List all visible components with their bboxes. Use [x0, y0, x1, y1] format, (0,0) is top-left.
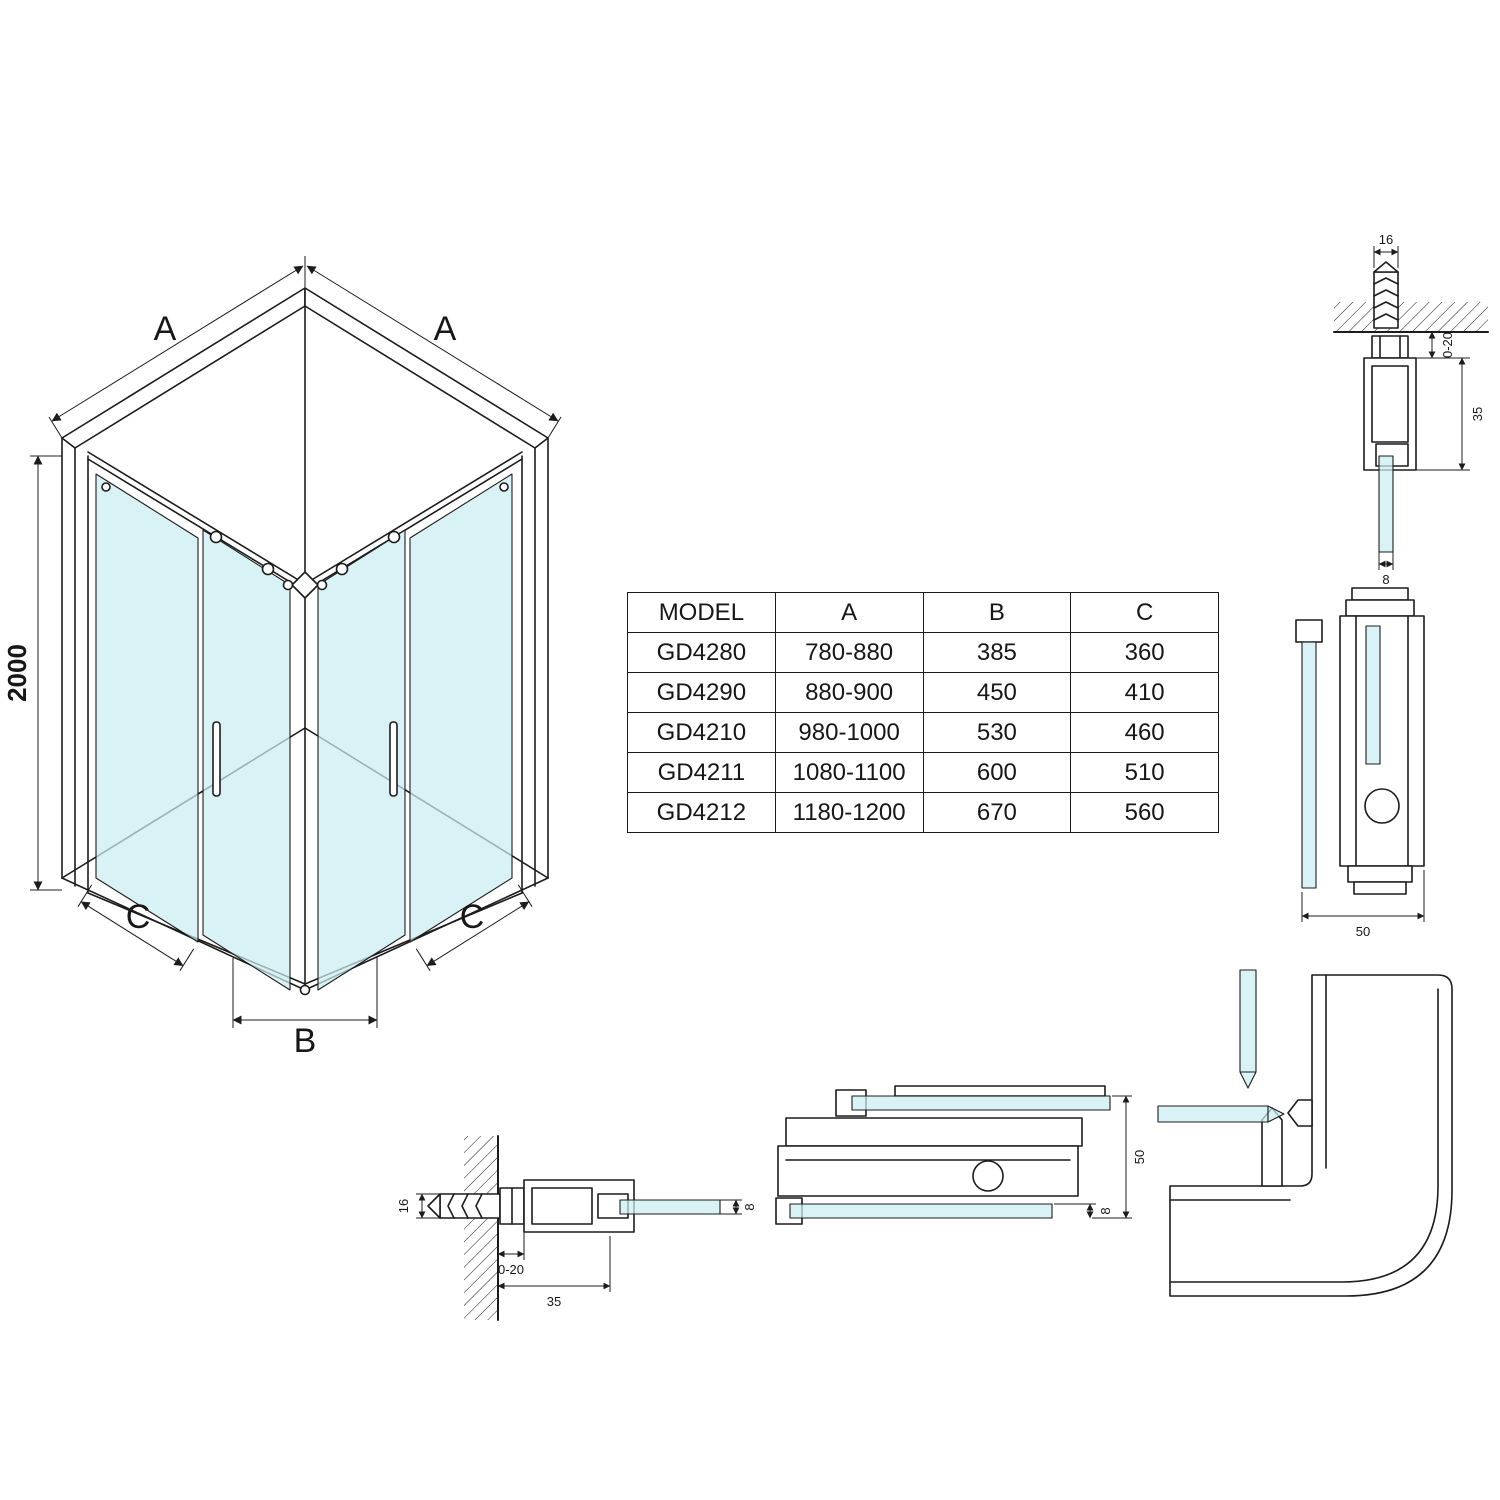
profile-section-shapes	[1295, 587, 1425, 895]
detail-dimensions	[1301, 870, 1425, 922]
detail-door-profile-section-horizontal: 50 8	[775, 1085, 1147, 1225]
glass-panel-fixed-right	[409, 473, 513, 943]
detail-wall-profile-plan-horizontal: 16 8 0-20 35	[396, 1135, 757, 1321]
table-cell: 1180-1200	[774, 792, 924, 833]
table-cell: 530	[922, 712, 1072, 753]
col-header-model: MODEL	[627, 592, 776, 633]
door-glass-edge	[1365, 625, 1381, 765]
wall-hatching	[464, 1136, 498, 1320]
dim-label-a-left: A	[154, 310, 177, 348]
col-header-c: C	[1070, 592, 1219, 633]
col-header-a: A	[774, 592, 924, 633]
glass-seal-tip	[1267, 1105, 1285, 1123]
table-cell: 510	[1070, 752, 1219, 793]
glass-panel-fixed-left	[95, 473, 199, 943]
panel-mount-right	[499, 482, 509, 492]
glass-edge	[1378, 455, 1394, 553]
door-glass-edge-horizontal	[1157, 1105, 1269, 1123]
table-cell: GD4212	[627, 792, 776, 833]
door-roller	[335, 562, 349, 576]
tray-corner-cap	[299, 984, 311, 996]
detail-wall-profile-plan-vertical: 16 0-20 35 8	[1333, 232, 1489, 587]
fixed-glass-edge	[851, 1095, 1111, 1111]
dim-label-0-20: 0-20	[1440, 332, 1455, 358]
door-handle-left	[212, 721, 221, 797]
shower-enclosure-isometric-drawing: A A 2000 C C B	[2, 256, 562, 1060]
model-dimension-table: MODEL A B C GD4280 780-880 385 360 GD429…	[627, 592, 1219, 833]
dim-label-8: 8	[742, 1203, 757, 1210]
dim-label-c-left: C	[126, 898, 151, 936]
profile-section-shapes	[775, 1085, 1106, 1225]
dim-label-a-right: A	[434, 310, 457, 348]
table-cell: GD4211	[627, 752, 776, 793]
table-cell: 980-1000	[774, 712, 924, 753]
panel-mount-left	[101, 482, 111, 492]
table-cell: 385	[922, 632, 1072, 673]
dimension-annotations	[30, 256, 562, 1028]
wall-hatching	[1334, 302, 1488, 332]
wall-profile-section	[1333, 261, 1489, 471]
fixed-glass-edge	[1301, 641, 1317, 889]
detail-dimensions	[416, 1193, 742, 1292]
table-cell: GD4210	[627, 712, 776, 753]
table-cell: 600	[922, 752, 1072, 793]
dim-label-0-20: 0-20	[498, 1262, 524, 1277]
glass-door-left	[202, 529, 291, 991]
table-cell: 670	[922, 792, 1072, 833]
dim-label-8: 8	[1382, 572, 1389, 587]
dim-label-8: 8	[1098, 1207, 1113, 1214]
dim-label-35: 35	[547, 1294, 561, 1309]
dim-label-50: 50	[1132, 1150, 1147, 1164]
table-cell: 460	[1070, 712, 1219, 753]
dim-label-height-2000: 2000	[2, 644, 32, 702]
table-row: GD4280 780-880 385 360	[627, 632, 1219, 673]
dim-label-35: 35	[1470, 407, 1485, 421]
col-header-b: B	[922, 592, 1072, 633]
corner-profile-shapes	[1169, 974, 1453, 1297]
door-roller	[261, 562, 275, 576]
detail-dimensions	[1054, 1095, 1132, 1219]
door-handle-right	[389, 721, 398, 797]
table-cell: GD4280	[627, 632, 776, 673]
table-row: GD4212 1180-1200 670 560	[627, 792, 1219, 833]
door-glass-edge	[789, 1203, 1053, 1219]
table-row: GD4290 880-900 450 410	[627, 672, 1219, 713]
dim-label-c-right: C	[460, 898, 485, 936]
door-roller	[387, 530, 401, 544]
detail-dimensions	[1373, 246, 1470, 570]
rail-corner-roller	[316, 579, 328, 591]
table-row: GD4211 1080-1100 600 510	[627, 752, 1219, 793]
dim-label-50: 50	[1356, 924, 1370, 939]
fittings	[101, 482, 509, 996]
glass-seal-tip	[1239, 1071, 1257, 1089]
table-cell: GD4290	[627, 672, 776, 713]
door-roller	[209, 530, 223, 544]
rail-corner-connector	[291, 571, 319, 599]
table-cell: 560	[1070, 792, 1219, 833]
table-row: GD4210 980-1000 530 460	[627, 712, 1219, 753]
door-glass-edge-vertical	[1239, 969, 1257, 1073]
dim-label-16: 16	[396, 1199, 411, 1213]
glass-edge	[619, 1199, 721, 1215]
detail-corner-joint-plan	[1157, 969, 1453, 1297]
dim-label-16: 16	[1379, 232, 1393, 247]
rail-corner-roller	[282, 579, 294, 591]
table-cell: 1080-1100	[774, 752, 924, 793]
table-cell: 410	[1070, 672, 1219, 713]
wall-profile-section	[427, 1135, 635, 1321]
table-cell: 360	[1070, 632, 1219, 673]
table-cell: 780-880	[774, 632, 924, 673]
table-cell: 450	[922, 672, 1072, 713]
dim-label-b: B	[294, 1022, 317, 1060]
detail-door-profile-section: 50	[1295, 587, 1425, 939]
table-cell: 880-900	[774, 672, 924, 713]
table-header-row: MODEL A B C	[627, 592, 1219, 633]
